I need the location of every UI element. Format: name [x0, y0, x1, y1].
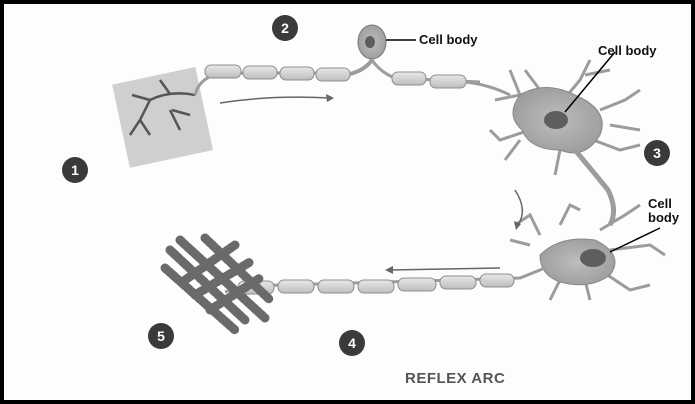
- step-1-badge: 1: [62, 157, 88, 183]
- step-3-badge: 3: [644, 140, 670, 166]
- step-5-badge: 5: [148, 323, 174, 349]
- cell-body-label-3-line2: body: [648, 211, 679, 225]
- interneuron: [490, 52, 640, 225]
- direction-arrows: [220, 94, 522, 274]
- step-4-badge: 4: [339, 330, 365, 356]
- sensory-axon: [195, 60, 510, 95]
- cell-body-label-3-line1: Cell: [648, 197, 672, 211]
- muscle-effector: [165, 238, 270, 330]
- sensory-receptor: [112, 67, 213, 168]
- sensory-cell-body: [358, 25, 416, 59]
- motor-axon: [225, 268, 545, 294]
- cell-body-label-1: Cell body: [419, 33, 478, 47]
- cell-body-label-2: Cell body: [598, 44, 657, 58]
- diagram-caption: REFLEX ARC: [405, 370, 505, 387]
- motor-neuron: [510, 205, 665, 300]
- step-2-badge: 2: [272, 15, 298, 41]
